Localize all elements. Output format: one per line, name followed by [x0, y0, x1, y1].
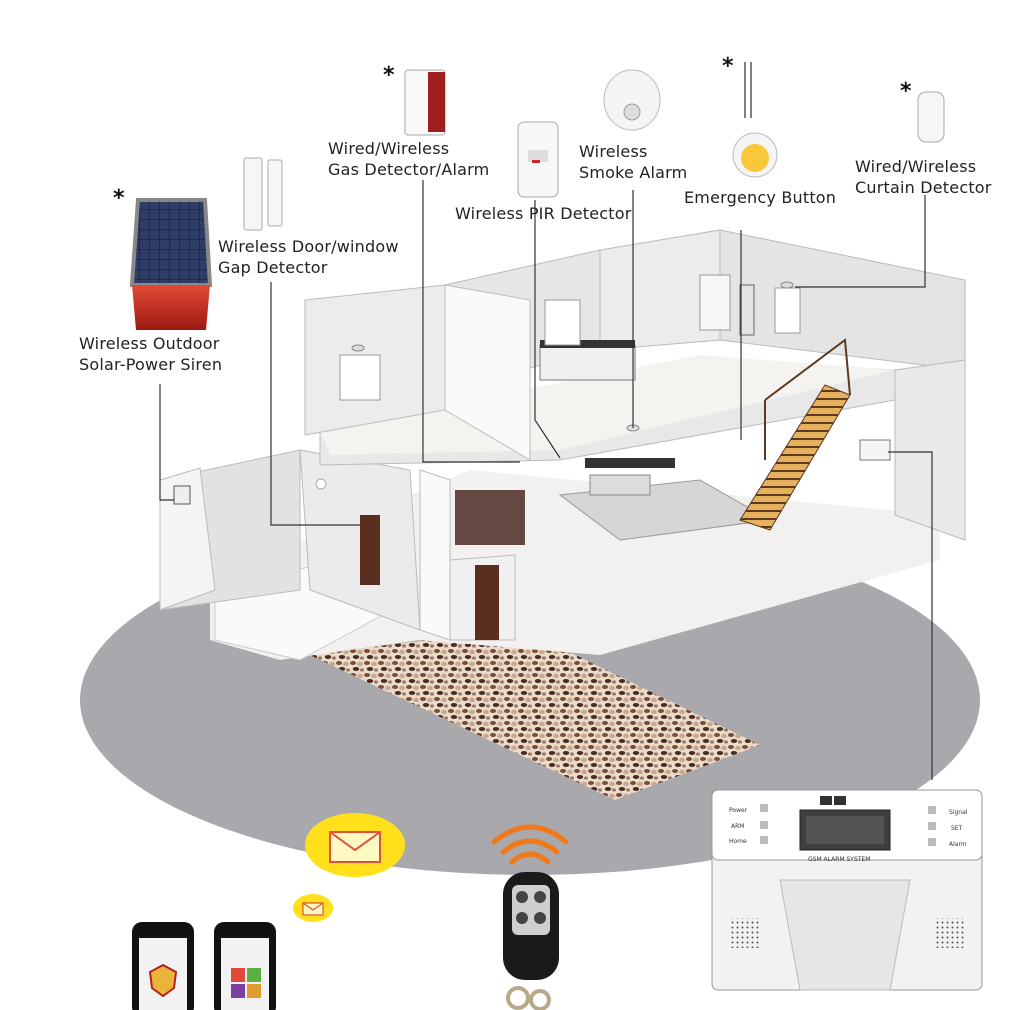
panel-set-label: SET — [951, 825, 963, 832]
power-button[interactable] — [760, 804, 768, 812]
gas-detector-icon — [404, 69, 446, 136]
sofa — [589, 474, 651, 496]
bed — [539, 344, 636, 381]
solar-siren-icon — [129, 198, 213, 330]
curtain-sensor — [780, 281, 794, 289]
panel-arm-label: ARM — [731, 823, 744, 830]
phone-app-icon — [214, 922, 276, 1010]
speaker-left — [730, 918, 760, 948]
siren-label-line2: Solar-Power Siren — [79, 355, 223, 374]
stair-railing — [764, 338, 851, 401]
signal-wave-icon — [491, 824, 569, 865]
siren-label-line1: Wireless Outdoor — [79, 334, 220, 353]
curtain-label-line2: Curtain Detector — [855, 178, 992, 197]
set-button[interactable] — [928, 822, 936, 830]
tv-unit — [585, 458, 675, 468]
star-gas: * — [383, 63, 395, 88]
envelope-icon — [305, 813, 405, 877]
alarm-indicator — [928, 838, 936, 846]
smoke-alarm-icon — [603, 69, 661, 131]
leader-lines — [159, 180, 933, 780]
right-outer-wall — [894, 359, 966, 541]
door-sensor-icon — [243, 157, 283, 231]
emergency-label: Emergency Button — [684, 188, 837, 207]
curtain-label-line1: Wired/Wireless — [855, 157, 977, 176]
curtain-detector-icon — [917, 91, 945, 143]
gsm-alarm-panel[interactable]: Power ARM Home Signal SET Alarm GSM ALAR… — [711, 789, 983, 991]
front-door — [475, 565, 499, 640]
garage-light — [315, 478, 327, 490]
door-label-line2: Gap Detector — [218, 258, 328, 277]
panel-alarm-label: Alarm — [949, 841, 967, 848]
star-siren: * — [113, 186, 125, 211]
phone-icon — [132, 922, 194, 1010]
speaker-right — [935, 918, 965, 948]
garage-door — [360, 515, 380, 585]
pir-detector-icon — [517, 121, 559, 198]
front-wall — [419, 469, 451, 641]
star-curtain: * — [900, 79, 912, 104]
bathroom-shelf — [699, 274, 731, 331]
star-emergency: * — [722, 54, 734, 79]
kitchen-cabinets — [455, 490, 525, 545]
gas-label-line2: Gas Detector/Alarm — [328, 160, 490, 179]
upper-partition — [444, 284, 531, 461]
panel-power-label: Power — [729, 807, 748, 814]
arm-button[interactable] — [760, 821, 768, 829]
signal-indicator — [928, 806, 936, 814]
remote-key-icon[interactable] — [503, 872, 559, 1010]
envelope-small-icon — [293, 894, 333, 922]
smoke-label-line1: Wireless — [579, 142, 648, 161]
door-label-line1: Wireless Door/window — [218, 237, 399, 256]
ceiling-sensor — [351, 344, 365, 352]
bed-headboard — [540, 340, 635, 348]
emergency-button-icon — [732, 62, 778, 178]
pir-label: Wireless PIR Detector — [455, 204, 632, 223]
upper-floor — [320, 355, 895, 455]
gas-label-line1: Wired/Wireless — [328, 139, 450, 158]
smoke-label-line2: Smoke Alarm — [579, 163, 688, 182]
towel-rack — [739, 284, 755, 336]
siren-mounted — [173, 485, 191, 505]
panel-title: GSM ALARM SYSTEM — [808, 856, 870, 863]
window-left — [339, 354, 381, 401]
window-middle — [544, 299, 581, 346]
home-button[interactable] — [760, 836, 768, 844]
panel-mounted — [859, 439, 891, 461]
curtain-window — [774, 287, 801, 334]
panel-signal-label: Signal — [949, 809, 968, 816]
panel-home-label: Home — [729, 838, 747, 845]
gravel-path — [310, 628, 760, 800]
upper-far-wall — [719, 229, 966, 371]
